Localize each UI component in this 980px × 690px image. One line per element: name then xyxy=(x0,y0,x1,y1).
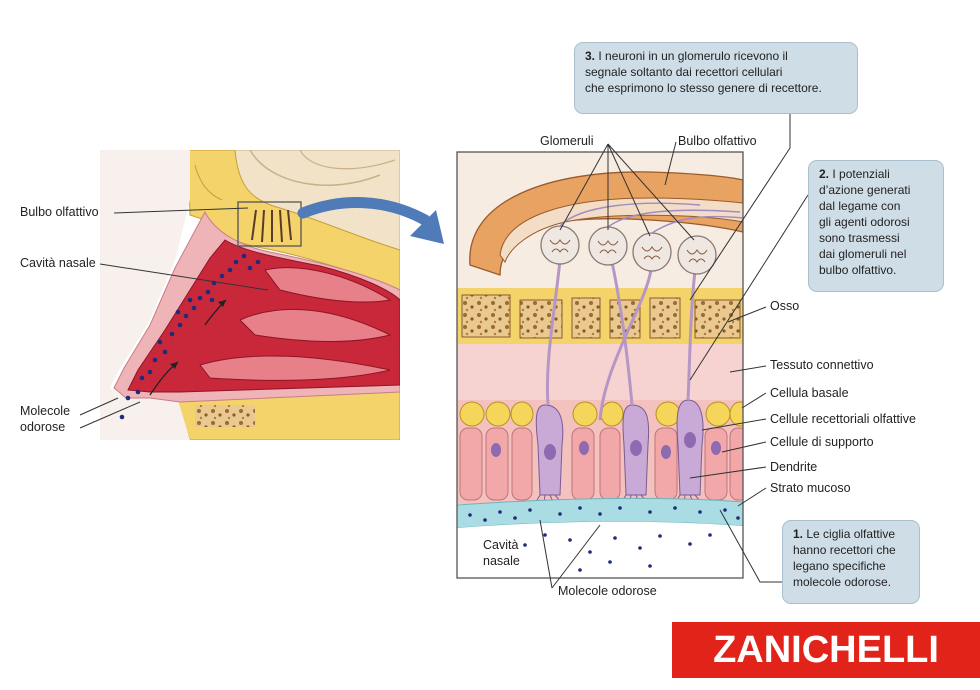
odor-molecules-left xyxy=(119,253,261,420)
callout-step-1-line1: Le ciglia olfattive xyxy=(806,527,896,541)
palate-bone-spongy xyxy=(195,405,255,427)
publisher-logo: ZANICHELLI xyxy=(672,622,980,678)
mitral-fibers xyxy=(559,202,743,234)
callout-step-2-line6: dai glomeruli nel xyxy=(819,247,907,261)
label-odor-molecules-left-2: odorose xyxy=(20,420,66,434)
callout-step-3-line1: I neuroni in un glomerulo ricevono il xyxy=(598,49,788,63)
bone-spongy xyxy=(694,299,741,339)
glomeruli-dendrites xyxy=(549,239,708,263)
brain-fold xyxy=(249,150,381,186)
magnify-arrow xyxy=(297,197,444,244)
nasal-cavity-area xyxy=(457,521,743,578)
label-olfactory-bulb-right: Bulbo olfattivo xyxy=(678,134,757,148)
label-connective-tissue: Tessuto connettivo xyxy=(770,358,874,372)
callout-step-3-number: 3. xyxy=(585,49,596,63)
label-dendrite: Dendrite xyxy=(770,460,818,474)
axons xyxy=(545,259,698,421)
nose-skin xyxy=(100,150,190,440)
label-nasal-cavity-right-2: nasale xyxy=(483,554,520,568)
olfactory-bulb-inner xyxy=(499,197,743,264)
label-bone: Osso xyxy=(770,299,800,313)
callout-step-2-line3: dal legame con xyxy=(819,199,901,213)
olfactory-epithelium-panel xyxy=(457,152,743,578)
connective-tissue xyxy=(457,344,743,400)
label-nasal-cavity-right-1: Cavità xyxy=(483,538,519,552)
receptor-nuclei xyxy=(491,432,721,460)
callout-step-2-number: 2. xyxy=(819,167,830,181)
callout-step-1-number: 1. xyxy=(793,527,804,541)
callout-step-2-line2: d’azione generati xyxy=(819,183,911,197)
label-odor-molecules-right: Molecole odorose xyxy=(558,584,657,598)
leader-line xyxy=(79,397,119,416)
label-basal-cell: Cellula basale xyxy=(770,386,849,400)
label-mucus-layer: Strato mucoso xyxy=(770,481,851,495)
bone-spongy xyxy=(461,294,511,338)
label-nasal-cavity-left: Cavità nasale xyxy=(20,256,96,270)
callout-step-1-line3: legano specifiche xyxy=(793,559,886,573)
callout-step-1-line2: hanno recettori che xyxy=(793,543,896,557)
zoom-panel-border xyxy=(456,151,744,579)
odor-molecules-right xyxy=(468,506,740,572)
callout-step-2-line5: sono trasmessi xyxy=(819,231,900,245)
label-supporting-cells: Cellule di supporto xyxy=(770,435,874,449)
bone-spongy xyxy=(649,297,681,339)
callout-step-2: 2. I potenziali d’azione generati dal le… xyxy=(808,160,944,292)
leader-line xyxy=(99,263,269,291)
callout-step-3-line2: segnale soltanto dai recettori cellulari xyxy=(585,65,783,79)
label-olfactory-bulb-left: Bulbo olfattivo xyxy=(20,205,99,219)
nasal-section-illustration xyxy=(100,150,400,440)
callout-step-2-line7: bulbo olfattivo. xyxy=(819,263,897,277)
brain-fold xyxy=(299,150,396,170)
callout-step-3: 3. I neuroni in un glomerulo ricevono il… xyxy=(574,42,858,114)
basal-cells xyxy=(459,401,743,427)
callout-step-1: 1. Le ciglia olfattive hanno recettori c… xyxy=(782,520,920,604)
airflow-arrowhead xyxy=(218,300,226,307)
skull-bone-inner xyxy=(194,164,223,201)
callout-step-3-line3: che esprimono lo stesso genere di recett… xyxy=(585,81,822,95)
turbinate xyxy=(239,308,392,342)
callout-step-2-line1: I potenziali xyxy=(832,167,890,181)
callout-step-1-line4: molecole odorose. xyxy=(793,575,892,589)
leader-line xyxy=(79,401,141,429)
label-receptor-cells: Cellule recettoriali olfattive xyxy=(770,412,916,426)
zoom-box xyxy=(237,201,302,247)
supporting-cells xyxy=(459,427,743,501)
label-odor-molecules-left-1: Molecole xyxy=(20,404,71,418)
turbinate xyxy=(199,355,391,381)
olfactory-receptor-strands xyxy=(251,209,292,243)
callout-step-2-line4: gli agenti odorosi xyxy=(819,215,910,229)
leader-lines-right xyxy=(539,112,809,589)
bone-spongy xyxy=(571,297,601,339)
leader-line xyxy=(113,207,249,214)
turbinate xyxy=(264,267,392,303)
airflow-arrowhead xyxy=(170,362,178,369)
label-glomeruli: Glomeruli xyxy=(540,134,594,148)
